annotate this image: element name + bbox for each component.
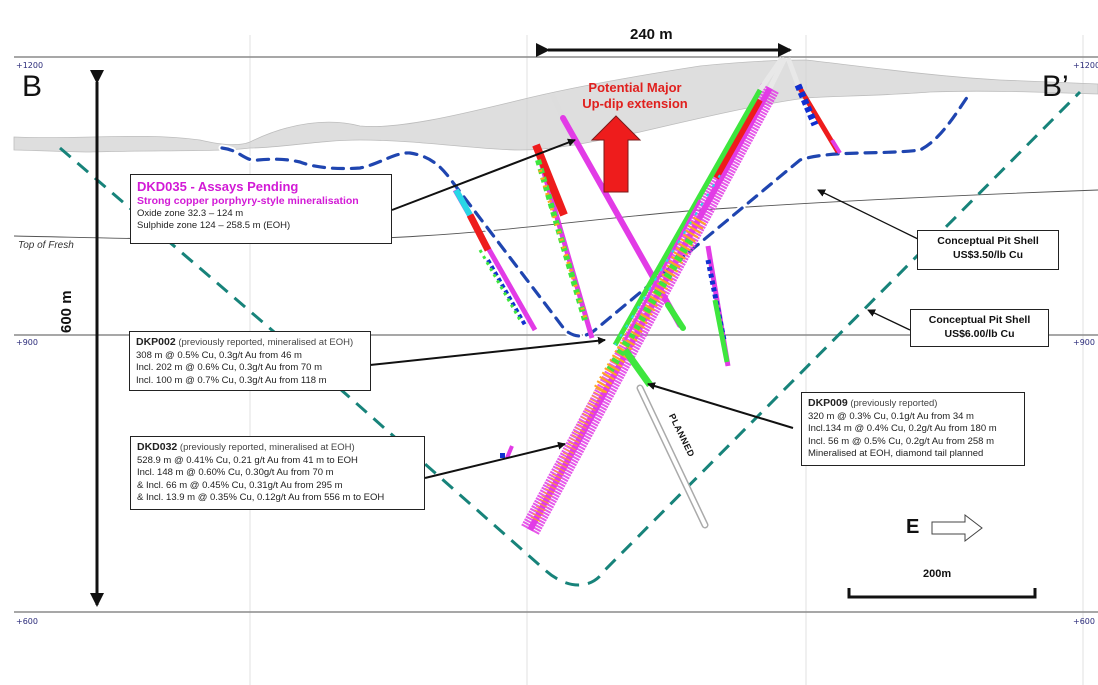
dkp002-line: Incl. 202 m @ 0.6% Cu, 0.3g/t Au from 70… (136, 362, 323, 373)
pit-shell-350-title: Conceptual Pit Shell (937, 235, 1039, 247)
dkp009-line: 320 m @ 0.3% Cu, 0.1g/t Au from 34 m (808, 410, 974, 422)
dkp009-line: Mineralised at EOH, diamond tail planned (808, 448, 984, 459)
east-direction-label: E (906, 516, 920, 538)
dkd035-line: Oxide zone 32.3 – 124 m (137, 207, 244, 219)
pit-shell-600-price: US$6.00/lb Cu (944, 328, 1015, 340)
elevation-label-900-left: +900 (16, 338, 38, 347)
upside-potential-line1: Potential Major (588, 80, 682, 95)
callout-leaders (369, 138, 921, 479)
dkd035-line: Sulphide zone 124 – 258.5 m (EOH) (137, 220, 291, 231)
upside-arrow (590, 115, 642, 193)
top-of-fresh-label: Top of Fresh (18, 240, 74, 251)
pit-shell-600-title: Conceptual Pit Shell (928, 314, 1031, 326)
section-end-label: B’ (1042, 70, 1069, 103)
callout-dkp002: DKP002 (previously reported, mineralised… (129, 331, 371, 391)
callout-dkp009: DKP009 (previously reported) 320 m @ 0.3… (801, 392, 1025, 466)
pit-shell-600-line (59, 90, 1082, 587)
pit-shell-350-price: US$3.50/lb Cu (952, 249, 1024, 261)
dkp009-line: Incl. 56 m @ 0.5% Cu, 0.2g/t Au from 258… (808, 435, 995, 447)
dkd032-hole-id: DKD032 (137, 441, 178, 453)
dkd035-subtitle: Strong copper porphyry-style mineralisat… (137, 195, 359, 207)
drillhole-short-stub (505, 445, 514, 459)
drillhole-dkp002 (612, 56, 785, 347)
elevation-label-600-right: +600 (1073, 617, 1095, 626)
dkp009-hole-id: DKP009 (808, 397, 848, 409)
drillhole-dkd032 (521, 56, 788, 535)
callout-dkd035: DKD035 - Assays Pending Strong copper po… (130, 174, 392, 244)
dkd032-line: 528.9 m @ 0.41% Cu, 0.21 g/t Au from 41 … (137, 454, 358, 466)
callout-dkd032: DKD032 (previously reported, mineralised… (130, 436, 425, 510)
scale-bar (847, 588, 1037, 599)
dkd032-line: & Incl. 13.9 m @ 0.35% Cu, 0.12g/t Au fr… (137, 492, 385, 503)
dkp002-hole-id: DKP002 (136, 336, 176, 348)
dkd032-line: Incl. 148 m @ 0.60% Cu, 0.30g/t Au from … (137, 467, 334, 478)
pit-shell-350-label: Conceptual Pit Shell US$3.50/lb Cu (917, 230, 1059, 270)
drillhole-left (452, 188, 538, 332)
dimension-600m-label: 600 m (58, 290, 75, 333)
section-start-label: B (22, 70, 43, 103)
dkp009-line: Incl.134 m @ 0.4% Cu, 0.2g/t Au from 180… (808, 423, 997, 434)
pit-shell-600-label: Conceptual Pit Shell US$6.00/lb Cu (910, 309, 1049, 347)
dkp002-note: (previously reported, mineralised at EOH… (175, 337, 354, 348)
drillhole-dkp009 (622, 57, 842, 388)
east-arrow-icon (931, 513, 983, 543)
dkd035-title: DKD035 - Assays Pending (137, 179, 299, 194)
dimension-240m-label: 240 m (630, 26, 673, 43)
upside-potential-label: Potential Major Up-dip extension (565, 80, 705, 112)
dkd032-note: (previously reported, mineralised at EOH… (177, 442, 355, 453)
upside-potential-line2: Up-dip extension (582, 96, 688, 111)
elevation-label-1200-right: +1200 (1073, 61, 1098, 70)
dkp009-note: (previously reported) (847, 398, 938, 409)
elevation-label-1200-left: +1200 (16, 61, 44, 70)
dkd032-line: & Incl. 66 m @ 0.45% Cu, 0.31g/t Au from… (137, 479, 343, 491)
dkp002-line: 308 m @ 0.5% Cu, 0.3g/t Au from 46 m (136, 349, 302, 361)
elevation-label-900-right: +900 (1073, 338, 1095, 347)
drillhole-center-left (532, 143, 595, 339)
elevation-label-600-left: +600 (16, 617, 38, 626)
dkp002-line: Incl. 100 m @ 0.7% Cu, 0.3g/t Au from 11… (136, 374, 327, 386)
scale-bar-label: 200m (923, 568, 952, 580)
drillhole-right-short (705, 245, 731, 367)
